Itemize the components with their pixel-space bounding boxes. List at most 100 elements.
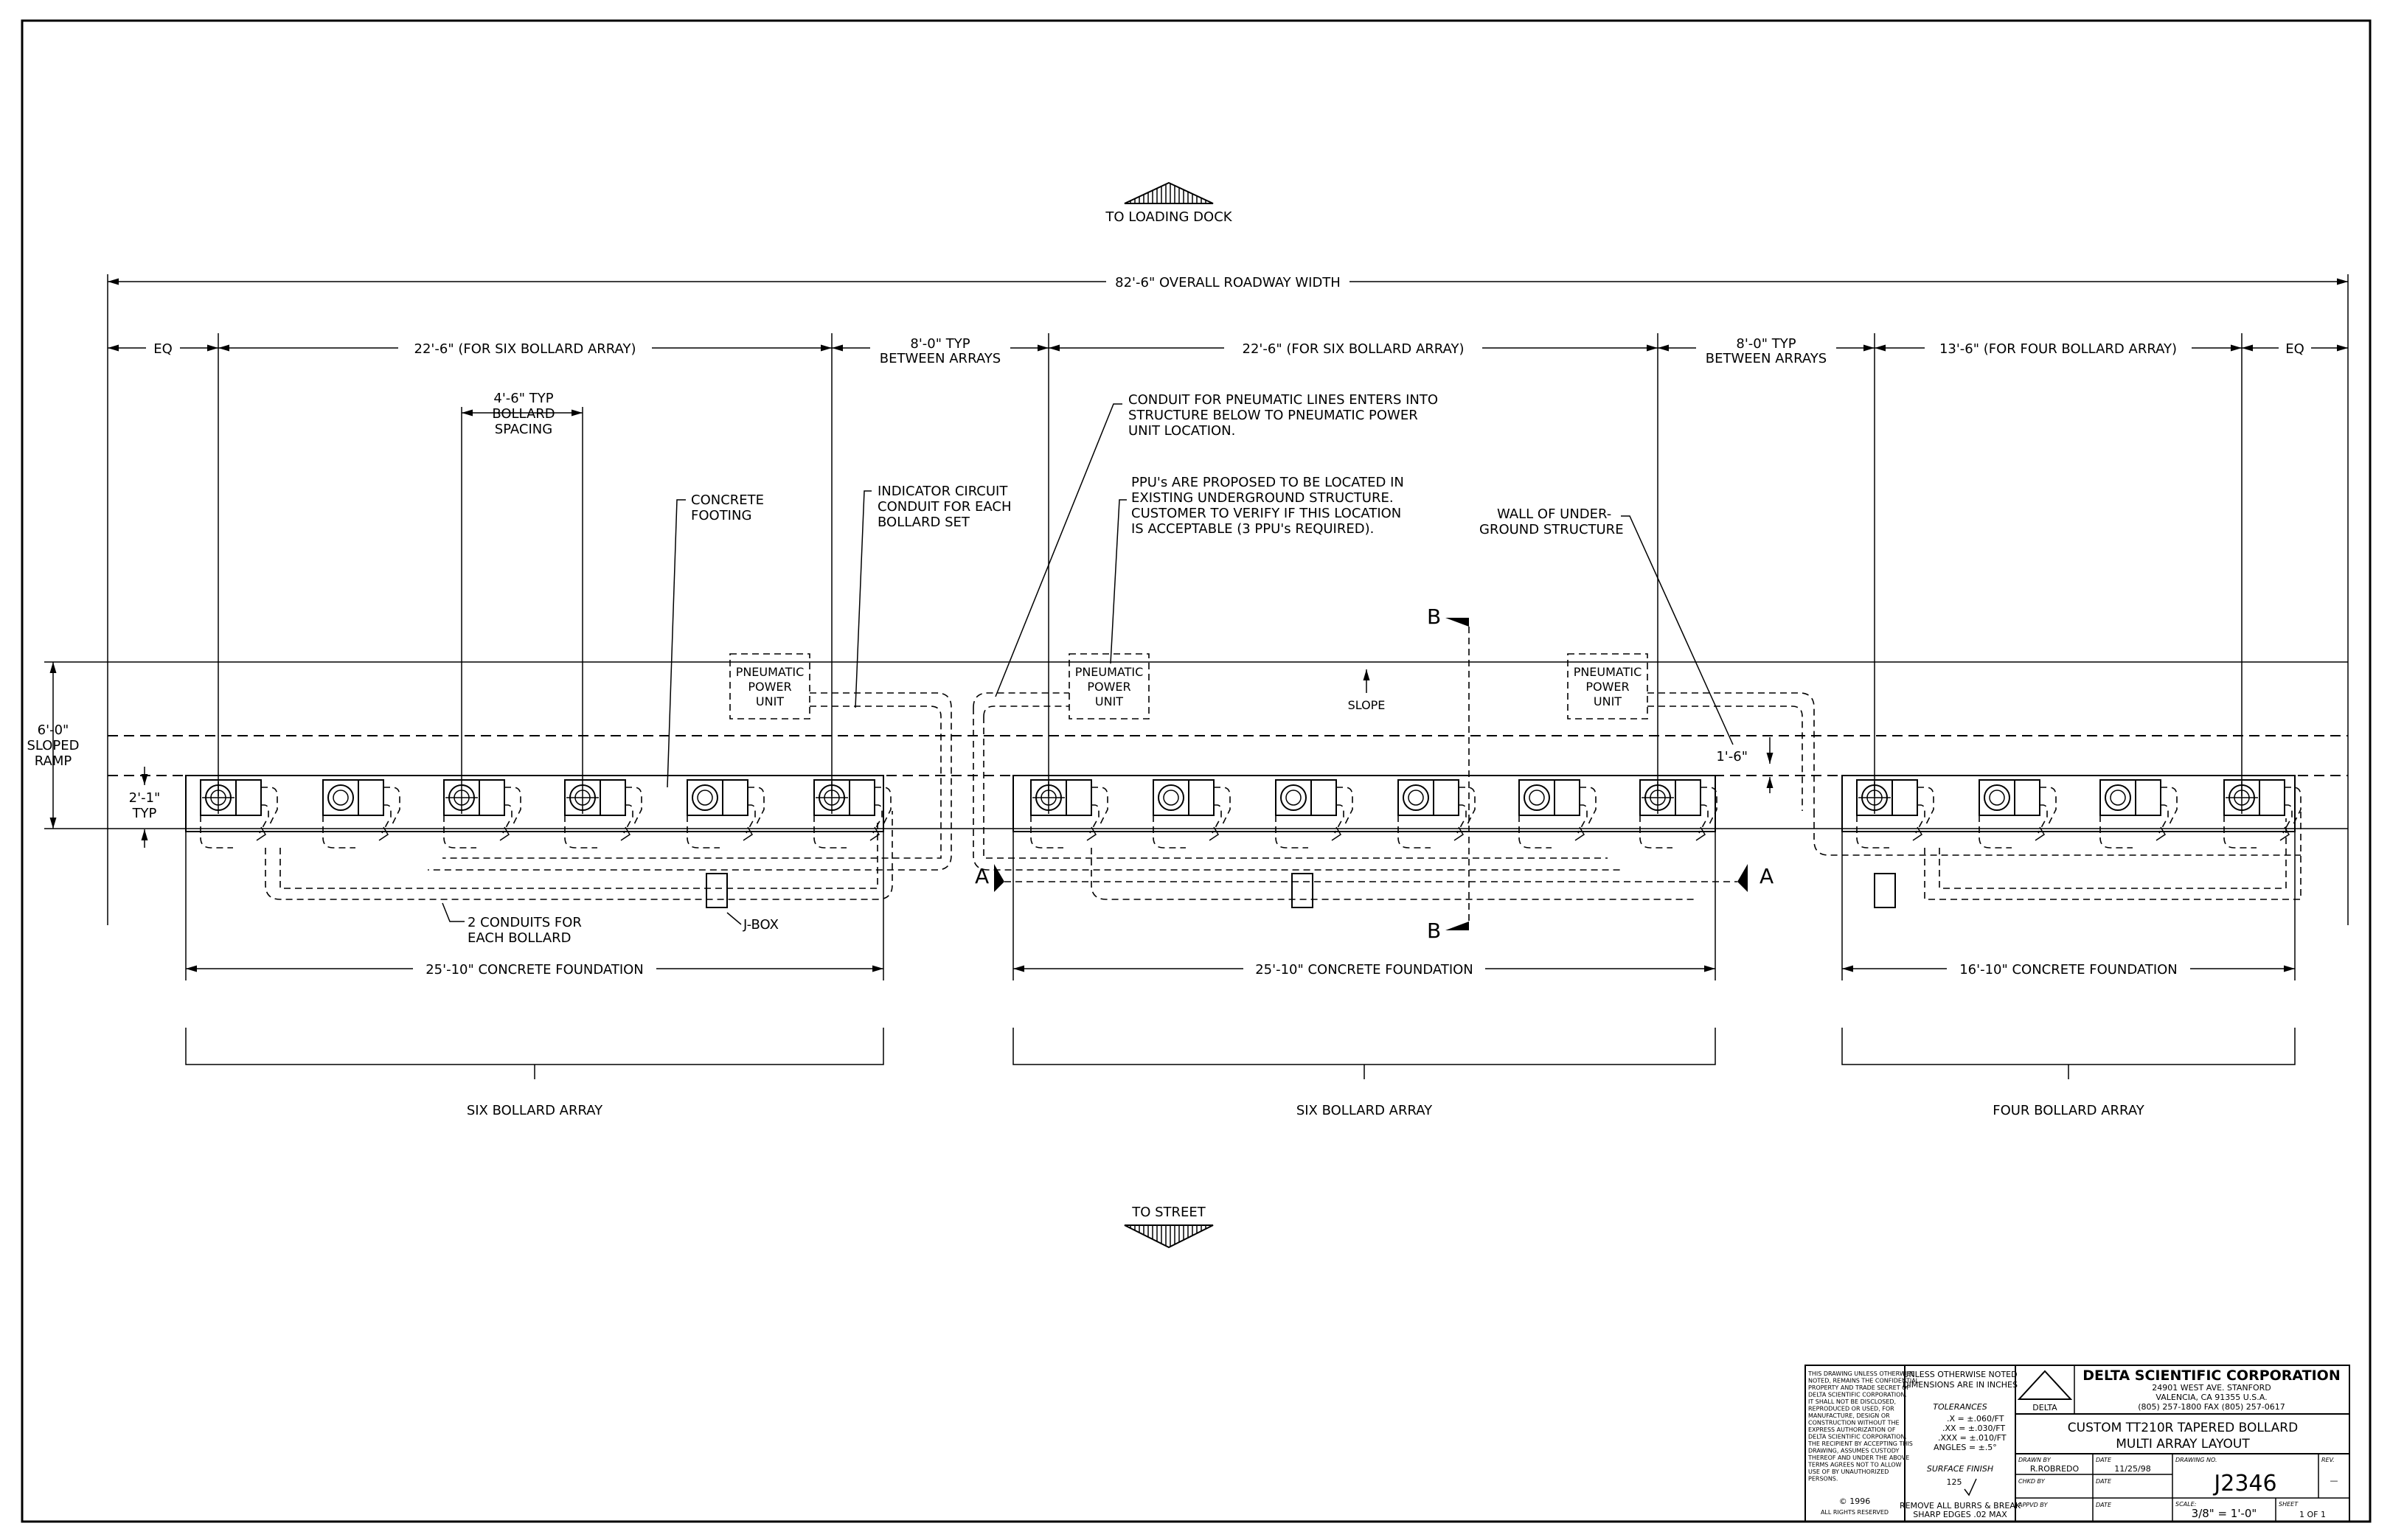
ppu-2-text-3: UNIT [1095, 694, 1123, 708]
loading-dock-arrow-icon [1124, 181, 1214, 204]
notice-line: THIS DRAWING UNLESS OTHERWISE [1807, 1370, 1914, 1377]
unless-2: DIMENSIONS ARE IN INCHES [1903, 1380, 2018, 1390]
section-a-left: A [975, 864, 989, 888]
ppu-1-text-1: PNEUMATIC [736, 665, 805, 679]
pneumatic-conduits [428, 692, 2301, 871]
wall-note-1: WALL OF UNDER- [1497, 506, 1611, 522]
indicator-note-2: CONDUIT FOR EACH [878, 499, 1012, 515]
bollard-spacing-dimension: 4'-6" TYP BOLLARD SPACING [461, 391, 583, 781]
rev-label: REV. [2321, 1457, 2335, 1463]
delta-logo-text: DELTA [2032, 1403, 2057, 1412]
overall-dimension: 82'-6" OVERALL ROADWAY WIDTH [107, 274, 2349, 925]
indicator-note-3: BOLLARD SET [878, 515, 970, 530]
conduit-note-1: CONDUIT FOR PNEUMATIC LINES ENTERS INTO [1128, 392, 1438, 408]
delta-logo-icon [2017, 1370, 2073, 1400]
ppu-note-2: EXISTING UNDERGROUND STRUCTURE. [1131, 490, 1394, 506]
drawn-by-label: DRAWN BY [2018, 1457, 2052, 1463]
ppu-unit-2: PNEUMATIC POWER UNIT [1069, 653, 1150, 720]
surface-finish: SURFACE FINISH [1927, 1464, 1993, 1474]
found-dim-1: 25'-10" CONCRETE FOUNDATION [425, 962, 644, 978]
ppu-1-text-3: UNIT [756, 694, 784, 708]
typ-dim-1: 2'-1" [129, 790, 161, 806]
tol-2: .XX = ±.030/FT [1942, 1424, 2005, 1433]
ppu-note-3: CUSTOMER TO VERIFY IF THIS LOCATION [1131, 506, 1401, 521]
rev: — [2330, 1476, 2338, 1485]
bollard-icon [200, 779, 278, 849]
ppu-3-text-1: PNEUMATIC [1574, 665, 1642, 679]
copyright-text: ALL RIGHTS RESERVED [1821, 1509, 1889, 1516]
date-label-1: DATE [2096, 1457, 2112, 1463]
array-label-1: SIX BOLLARD ARRAY [467, 1103, 603, 1118]
conduits-note-1: 2 CONDUITS FOR [468, 915, 582, 930]
bollard-icon [687, 779, 765, 849]
date-label-2: DATE [2096, 1478, 2112, 1485]
foundation-array-3 [1841, 775, 2296, 832]
notice-line: USE OF BY UNAUTHORIZED [1808, 1468, 1889, 1475]
notice-line: REPRODUCED OR USED, FOR [1808, 1406, 1894, 1412]
section-b-bottom: B [1427, 919, 1441, 943]
slope-label: SLOPE [1348, 698, 1386, 712]
sheet-label: SHEET [2279, 1501, 2299, 1508]
six-array-dim-1: 22'-6" (FOR SIX BOLLARD ARRAY) [414, 341, 636, 357]
bollard-icon [2099, 779, 2178, 849]
ppu-3-text-2: POWER [1585, 680, 1629, 694]
spacing-text-2: BOLLARD [492, 406, 555, 422]
wall-note-2: GROUND STRUCTURE [1479, 522, 1624, 537]
j-box-2 [1291, 873, 1313, 908]
sheet: 1 OF 1 [2299, 1510, 2326, 1519]
ramp-dim-1: 6'-0" [38, 722, 69, 738]
between-dim-1a: 8'-0" TYP [910, 336, 970, 352]
ppu-3-text-3: UNIT [1594, 694, 1622, 708]
conduit-note-3: UNIT LOCATION. [1128, 423, 1235, 439]
bollard-icon [1518, 779, 1597, 849]
overall-dim-text: 82'-6" OVERALL ROADWAY WIDTH [1115, 275, 1341, 290]
notice-line: PROPERTY AND TRADE SECRET OF [1808, 1384, 1910, 1391]
ppu-1-text-2: POWER [748, 680, 791, 694]
ramp-dim-3: RAMP [35, 753, 72, 769]
scale: 3/8" = 1'-0" [2192, 1507, 2257, 1520]
company-name: DELTA SCIENTIFIC CORPORATION [2082, 1367, 2340, 1384]
ppu-note-4: IS ACCEPTABLE (3 PPU's REQUIRED). [1131, 521, 1374, 537]
sheet-border [21, 19, 2372, 1523]
address-2: VALENCIA, CA 91355 U.S.A. [2155, 1393, 2267, 1402]
copyright-year: © 1996 [1839, 1497, 1871, 1506]
tolerances: TOLERANCES [1933, 1402, 1987, 1412]
notice-line: DELTA SCIENTIFIC CORPORATION. [1808, 1434, 1907, 1440]
six-array-dim-2: 22'-6" (FOR SIX BOLLARD ARRAY) [1243, 341, 1465, 357]
typ-dim-2: TYP [132, 806, 157, 821]
section-markers: B B A A [975, 604, 1774, 943]
bollard-icon [443, 779, 521, 849]
j-box-label: J-BOX [743, 917, 779, 933]
notice-line: THEREOF AND UNDER THE ABOVE [1807, 1454, 1909, 1461]
lower-conduits [265, 811, 2302, 900]
bollard-icon [813, 779, 892, 849]
notice-line: TERMS AGREES NOT TO ALLOW [1807, 1462, 1902, 1468]
bollards [200, 779, 2302, 849]
bollard-icon [1979, 779, 2057, 849]
foundation-dimensions: 25'-10" CONCRETE FOUNDATION 25'-10" CONC… [185, 832, 2296, 980]
ppu-2-text-1: PNEUMATIC [1075, 665, 1144, 679]
notice-line: EXPRESS AUTHORIZATION OF [1808, 1426, 1896, 1433]
notice-line: NOTED, REMAINS THE CONFIDENTIAL [1808, 1378, 1920, 1384]
chkd-label: CHKD BY [2018, 1478, 2046, 1485]
drawing-title-2: MULTI ARRAY LAYOUT [2116, 1437, 2250, 1452]
scale-label: SCALE: [2175, 1501, 2197, 1508]
drawn-by: R.ROBREDO [2030, 1464, 2080, 1474]
array-brackets: SIX BOLLARD ARRAY SIX BOLLARD ARRAY FOUR… [185, 1028, 2296, 1118]
notice-line: IT SHALL NOT BE DISCLOSED, [1808, 1398, 1896, 1405]
array-label-2: SIX BOLLARD ARRAY [1296, 1103, 1433, 1118]
between-dim-2a: 8'-0" TYP [1736, 336, 1796, 352]
bollard-icon [1856, 779, 1934, 849]
phone: (805) 257-1800 FAX (805) 257-0617 [2138, 1402, 2285, 1412]
indicator-note-1: INDICATOR CIRCUIT [878, 484, 1008, 499]
footing-note-2: FOOTING [691, 508, 751, 523]
bollard-icon [1153, 779, 1231, 849]
street-arrow-icon [1124, 1224, 1214, 1249]
four-array-dim: 13'-6" (FOR FOUR BOLLARD ARRAY) [1939, 341, 2177, 357]
notice-line: PERSONS. [1808, 1476, 1838, 1482]
eq-right: EQ [2285, 341, 2304, 357]
section-a-right: A [1760, 864, 1774, 888]
notice-line: CONSTRUCTION WITHOUT THE [1808, 1420, 1900, 1426]
